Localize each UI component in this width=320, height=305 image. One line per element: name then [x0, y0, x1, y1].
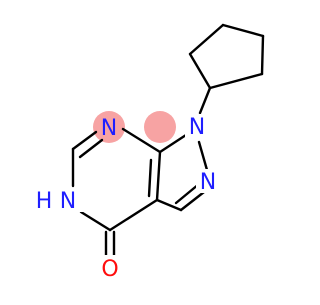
label-bg [185, 114, 209, 138]
bond-lines [71, 23, 265, 258]
bond [158, 133, 188, 154]
bond-double [78, 138, 104, 159]
bond [208, 72, 264, 90]
label-bg [196, 169, 220, 193]
atom-label-n-pyrazole: N [200, 170, 216, 195]
bond [198, 86, 212, 115]
bond-double [147, 158, 153, 198]
bond [155, 198, 183, 212]
atom-label-h: H [36, 189, 53, 214]
bond-double [174, 182, 201, 205]
bond [221, 23, 265, 38]
bond [108, 198, 159, 232]
bond [260, 34, 265, 76]
atom-label-n-ring: N [101, 116, 117, 141]
bond [179, 190, 206, 212]
bond [121, 127, 162, 154]
label-bg [34, 188, 84, 212]
bond [197, 140, 209, 172]
atom-label-n1: N [189, 115, 205, 140]
atom-highlight-fusion-carbon [144, 111, 176, 143]
bond [188, 52, 212, 90]
molecule-structure: N N N H N O [34, 23, 265, 282]
atom-highlight-n-ring [93, 111, 125, 143]
atom-label-nh: N [60, 189, 76, 214]
label-bg [98, 255, 122, 281]
bond [188, 23, 225, 56]
molecule-canvas: N N N H N O [34, 23, 265, 282]
atom-labels: N N N H N O [34, 114, 220, 282]
atom-label-oxygen: O [101, 257, 118, 282]
bond [71, 130, 98, 151]
bond [79, 210, 112, 232]
bond [155, 150, 162, 202]
